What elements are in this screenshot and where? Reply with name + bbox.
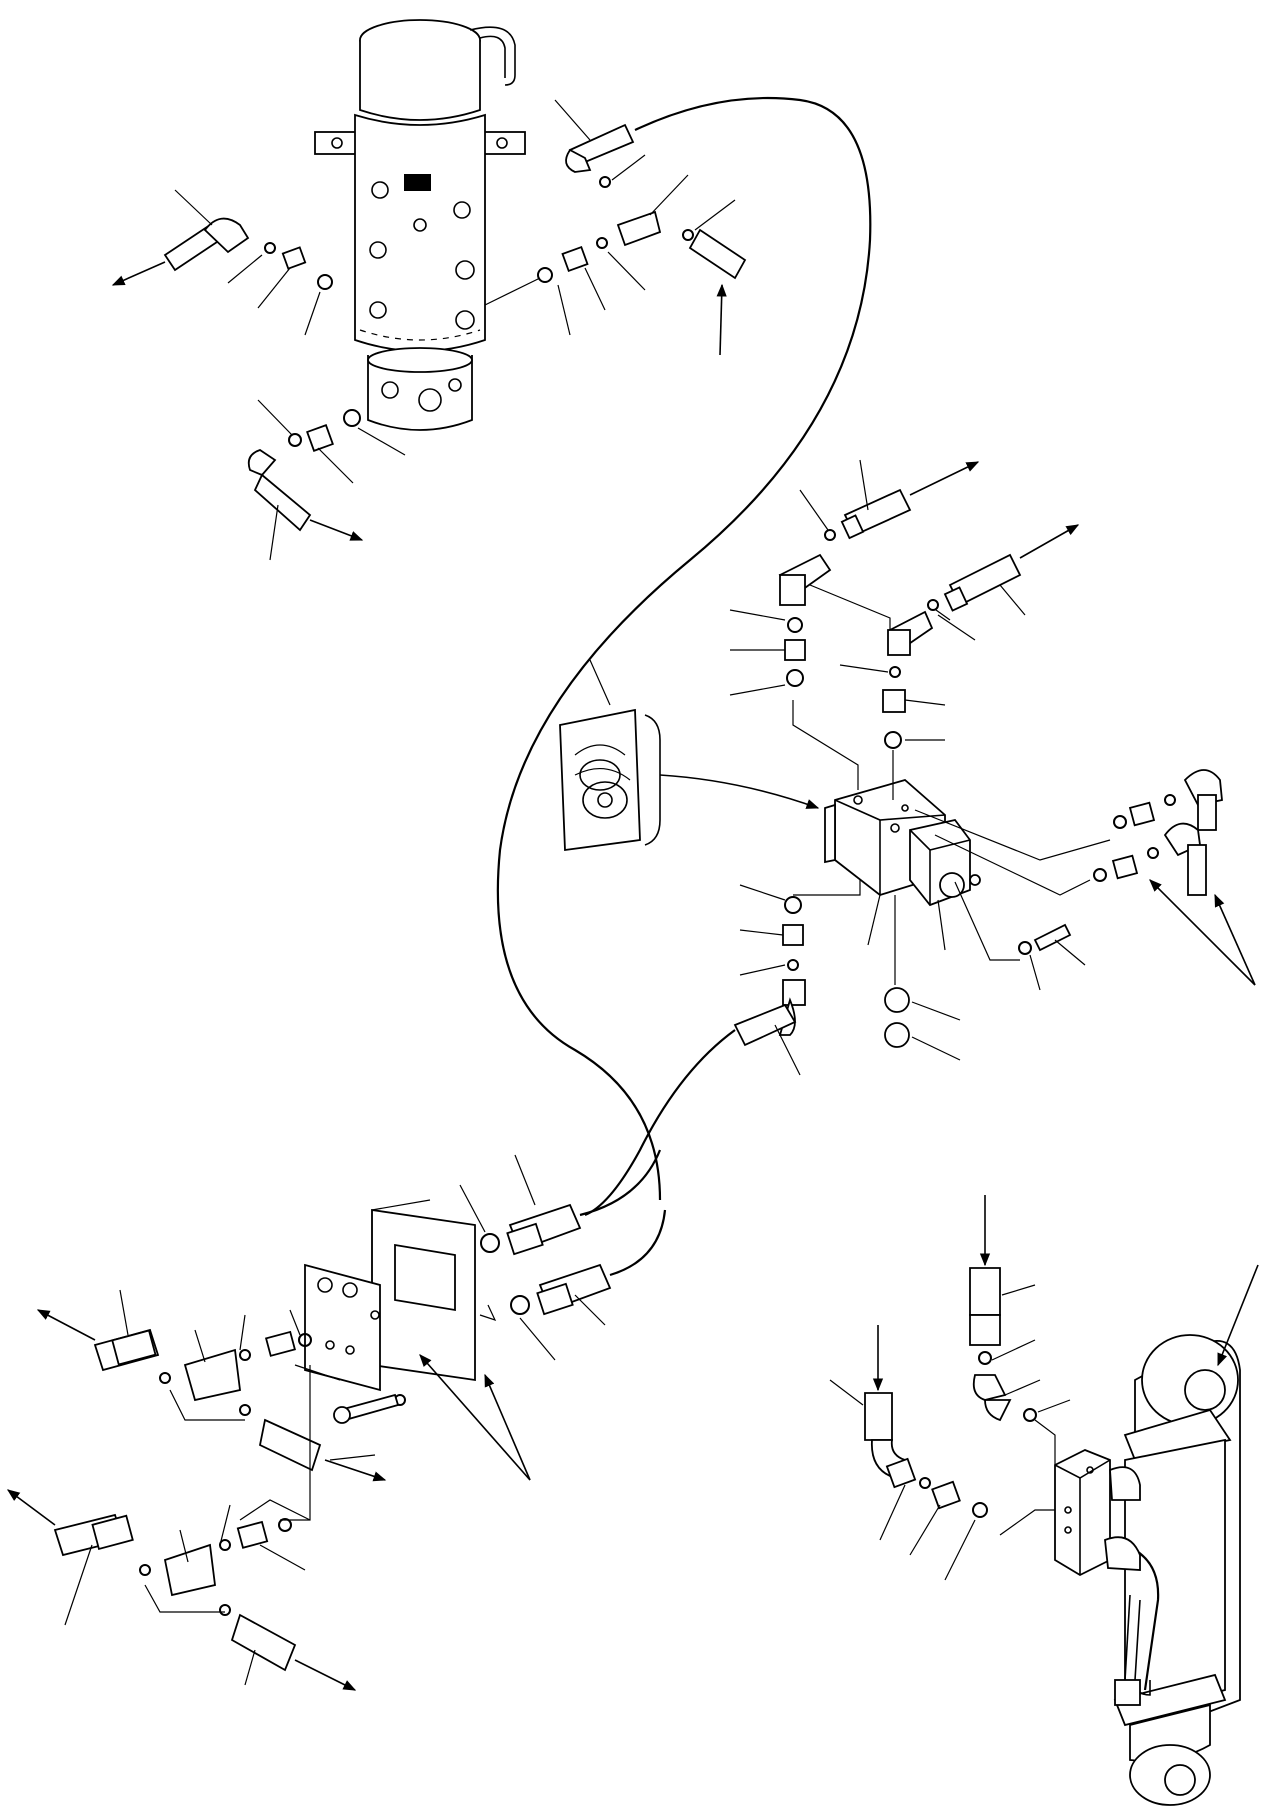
bulkhead-left-fittings-upper	[36, 1289, 406, 1521]
valve-top-left-fittings	[729, 459, 980, 790]
bulkhead-callout-arrow-2	[484, 1373, 531, 1481]
valve-top-right-fittings	[839, 524, 1080, 800]
swivel-left-hose-fitting	[111, 189, 333, 336]
hydraulic-cylinder	[1054, 1264, 1259, 1806]
valve-bottom-fittings	[733, 880, 1086, 1076]
cylinder-hose-fittings	[829, 1195, 1071, 1581]
decal	[559, 659, 820, 852]
swivel-lower-hose-fitting	[247, 399, 406, 561]
bulkhead-plate	[304, 1199, 476, 1392]
long-hose	[496, 96, 872, 1201]
solenoid-valve	[824, 779, 981, 907]
valve-right-side-fittings	[914, 769, 1256, 986]
swivel-right-hose-fitting	[484, 99, 747, 356]
bulkhead-right-fittings	[459, 1149, 667, 1361]
bulkhead-callout-arrow	[419, 1354, 531, 1481]
valve-to-bulkhead-hose	[584, 1029, 736, 1217]
bulkhead-left-fittings-lower	[6, 1489, 357, 1691]
swivel-joint	[314, 19, 526, 431]
